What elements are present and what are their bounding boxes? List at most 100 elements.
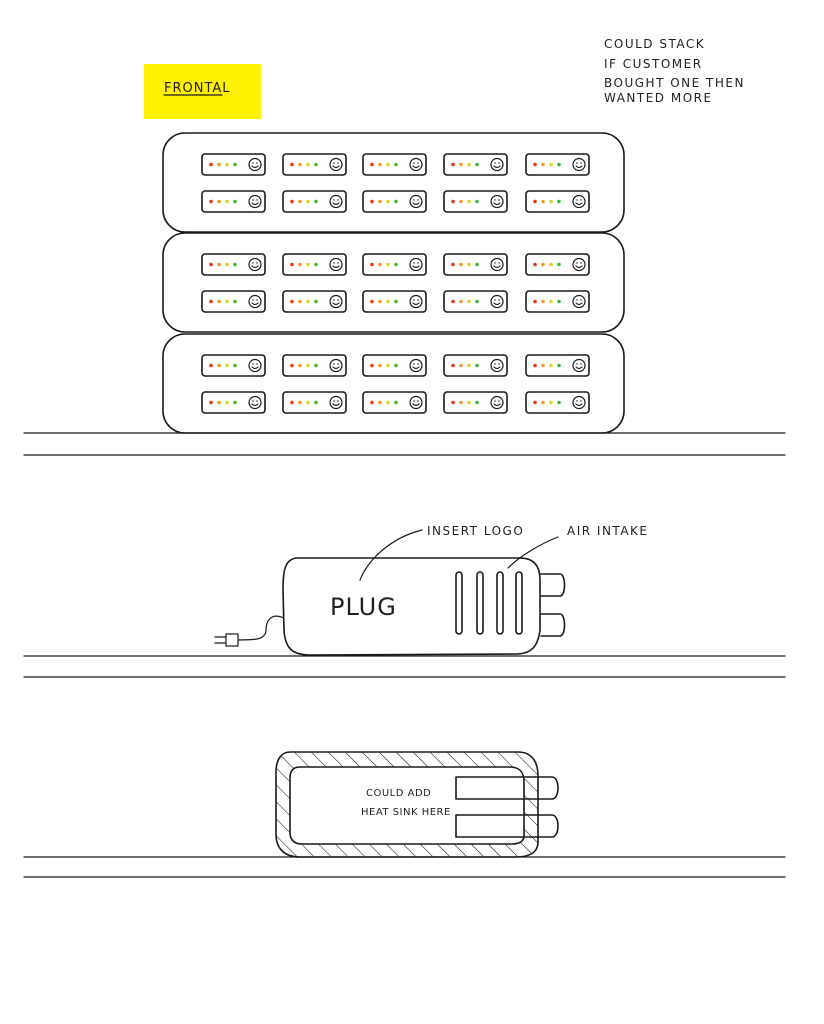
led-module bbox=[443, 190, 508, 213]
status-led bbox=[394, 299, 398, 304]
smiley-icon bbox=[329, 358, 343, 373]
stack-unit bbox=[162, 132, 625, 233]
smiley-icon bbox=[248, 358, 262, 373]
smiley-icon bbox=[572, 294, 586, 309]
led-module bbox=[443, 253, 508, 276]
status-led bbox=[209, 363, 213, 368]
status-led bbox=[467, 299, 471, 304]
stacked-units bbox=[162, 132, 625, 434]
module-frame bbox=[362, 253, 427, 276]
unit-body bbox=[282, 557, 541, 656]
stack-note-line-1: COULD STACK bbox=[604, 37, 705, 51]
module-frame bbox=[443, 253, 508, 276]
status-led bbox=[549, 299, 553, 304]
section-view-unit: COULD ADD HEAT SINK HERE bbox=[275, 751, 559, 858]
status-led bbox=[290, 199, 294, 204]
module-frame bbox=[362, 153, 427, 176]
status-led bbox=[386, 363, 390, 368]
led-module bbox=[282, 354, 347, 377]
status-led bbox=[475, 400, 479, 405]
status-led bbox=[306, 299, 310, 304]
status-led bbox=[467, 262, 471, 267]
status-led bbox=[459, 299, 463, 304]
status-led bbox=[386, 262, 390, 267]
air-intake-slot bbox=[496, 571, 504, 635]
status-led bbox=[557, 363, 561, 368]
module-frame bbox=[282, 290, 347, 313]
status-led bbox=[467, 162, 471, 167]
smiley-icon bbox=[490, 395, 504, 410]
smiley-icon bbox=[329, 157, 343, 172]
power-cable bbox=[237, 615, 285, 641]
status-led bbox=[533, 400, 537, 405]
status-led bbox=[549, 199, 553, 204]
heat-sink-note-line-2: HEAT SINK HERE bbox=[361, 807, 451, 818]
module-frame bbox=[282, 354, 347, 377]
status-led bbox=[378, 262, 382, 267]
status-led bbox=[451, 363, 455, 368]
plug-prong bbox=[540, 613, 566, 637]
smiley-icon bbox=[409, 395, 423, 410]
brand-label: PLUG bbox=[330, 593, 397, 621]
status-led bbox=[225, 400, 229, 405]
module-frame bbox=[443, 290, 508, 313]
status-led bbox=[298, 162, 302, 167]
status-led bbox=[386, 199, 390, 204]
status-led bbox=[541, 363, 545, 368]
logo-callout-line bbox=[359, 529, 423, 581]
module-frame bbox=[282, 190, 347, 213]
status-led bbox=[378, 363, 382, 368]
smiley-icon bbox=[572, 358, 586, 373]
led-module bbox=[443, 391, 508, 414]
status-led bbox=[298, 299, 302, 304]
hatched-housing-wall bbox=[275, 751, 539, 858]
status-led bbox=[306, 162, 310, 167]
status-led bbox=[370, 262, 374, 267]
status-led bbox=[475, 162, 479, 167]
module-frame bbox=[201, 253, 266, 276]
status-led bbox=[533, 299, 537, 304]
stack-note-line-2: IF CUSTOMER bbox=[604, 57, 703, 71]
led-module bbox=[525, 190, 590, 213]
status-led bbox=[378, 299, 382, 304]
status-led bbox=[451, 162, 455, 167]
status-led bbox=[541, 262, 545, 267]
status-led bbox=[533, 363, 537, 368]
status-led bbox=[541, 162, 545, 167]
status-led bbox=[314, 199, 318, 204]
status-led bbox=[386, 299, 390, 304]
smiley-icon bbox=[409, 157, 423, 172]
smiley-icon bbox=[248, 257, 262, 272]
status-led bbox=[306, 363, 310, 368]
led-module bbox=[362, 253, 427, 276]
status-led bbox=[370, 199, 374, 204]
led-module bbox=[443, 354, 508, 377]
smiley-icon bbox=[572, 157, 586, 172]
heat-sink-note-line-1: COULD ADD bbox=[366, 788, 431, 799]
module-frame bbox=[525, 354, 590, 377]
status-led bbox=[394, 199, 398, 204]
status-led bbox=[290, 400, 294, 405]
status-led bbox=[557, 400, 561, 405]
status-led bbox=[298, 363, 302, 368]
module-frame bbox=[525, 391, 590, 414]
status-led bbox=[394, 262, 398, 267]
status-led bbox=[459, 199, 463, 204]
smiley-icon bbox=[409, 257, 423, 272]
status-led bbox=[378, 199, 382, 204]
module-frame bbox=[362, 290, 427, 313]
module-frame bbox=[525, 290, 590, 313]
status-led bbox=[557, 199, 561, 204]
status-led bbox=[467, 363, 471, 368]
module-frame bbox=[362, 354, 427, 377]
status-led bbox=[225, 299, 229, 304]
status-led bbox=[290, 363, 294, 368]
module-frame bbox=[201, 190, 266, 213]
status-led bbox=[451, 400, 455, 405]
led-module bbox=[282, 190, 347, 213]
module-frame bbox=[201, 290, 266, 313]
led-module bbox=[525, 253, 590, 276]
status-led bbox=[217, 299, 221, 304]
status-led bbox=[233, 199, 237, 204]
air-intake-slot bbox=[476, 571, 484, 635]
